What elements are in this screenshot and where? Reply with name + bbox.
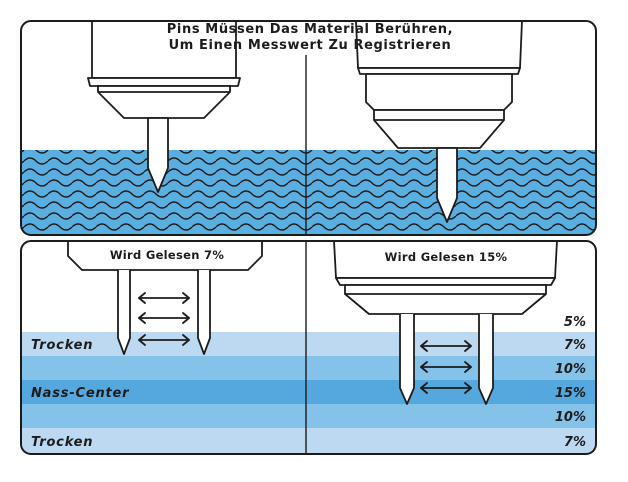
left-small-meter: Wird Gelesen 7%: [67, 241, 263, 355]
zone-label-dry-top: Trocken: [31, 338, 93, 353]
bottom-panel-frame: [20, 240, 597, 455]
right-meter-head: [355, 21, 523, 149]
top-title-line1: Pins Müssen Das Material Berühren,: [167, 22, 453, 37]
band-percent: 10%: [555, 362, 586, 377]
band-percent: 10%: [555, 410, 586, 425]
double-arrow-icon: [420, 340, 472, 352]
top-panel-frame: [20, 20, 597, 236]
bottom-panel: Wird Gelesen 7% Wird Gelesen 15% Trocken…: [21, 241, 596, 454]
band-wet-center: [21, 380, 596, 404]
left-reading-label: Wird Gelesen 7%: [110, 248, 225, 262]
band-dry-top: [21, 332, 596, 356]
double-arrow-icon: [138, 292, 190, 304]
band-mid-top: [21, 356, 596, 380]
left-current-arrows: [138, 292, 190, 346]
left-pin-a: [117, 270, 131, 355]
right-pin-a: [399, 314, 415, 405]
double-arrow-icon: [138, 312, 190, 324]
left-meter-pin: [147, 117, 169, 193]
band-percent: 5%: [564, 315, 586, 330]
double-arrow-icon: [420, 382, 472, 394]
band-percent: 7%: [564, 435, 586, 450]
right-pin-b: [478, 314, 494, 405]
zone-label-wet-center: Nass-Center: [31, 386, 130, 401]
band-dry-bottom: [21, 428, 596, 454]
water-area: [21, 150, 596, 235]
left-meter-head: [87, 21, 241, 119]
band-mid-bottom: [21, 404, 596, 428]
right-reading-label: Wird Gelesen 15%: [385, 250, 508, 264]
band-percent: 7%: [564, 338, 586, 353]
double-arrow-icon: [420, 361, 472, 373]
top-panel: Pins Müssen Das Material Berühren, Um Ei…: [21, 21, 596, 235]
right-current-arrows: [420, 340, 472, 394]
top-title-line2: Um Einen Messwert Zu Registrieren: [169, 38, 452, 53]
moisture-bands: [21, 332, 596, 454]
right-large-meter: [333, 241, 558, 405]
double-arrow-icon: [138, 334, 190, 346]
left-pin-b: [197, 270, 211, 355]
band-percent: 15%: [555, 386, 586, 401]
right-meter-pin: [436, 147, 458, 223]
zone-label-dry-bottom: Trocken: [31, 435, 93, 450]
